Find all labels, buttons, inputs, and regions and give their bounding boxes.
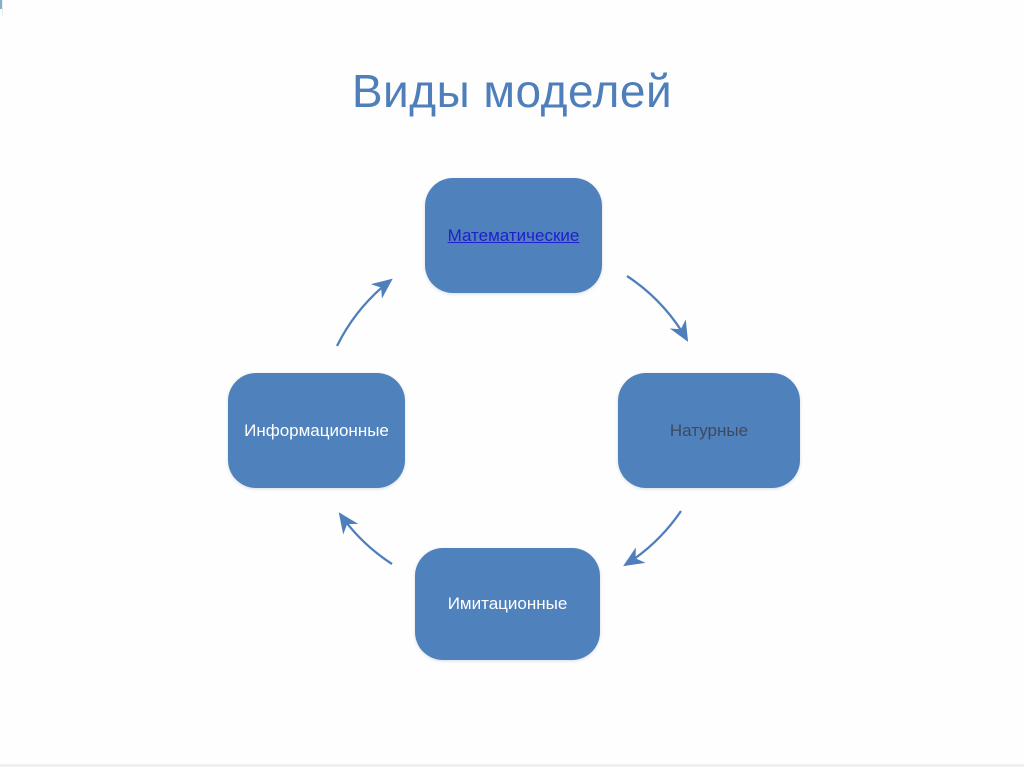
- simulation-label: Имитационные: [447, 594, 568, 613]
- node-informational: Информационные: [228, 373, 405, 488]
- viewer-left-edge: [2, 0, 3, 16]
- arrow-bottom-to-left: [338, 512, 393, 565]
- arrow-top-to-right: [626, 275, 689, 342]
- mathematical-link[interactable]: Математические: [447, 225, 580, 245]
- slide-title: Виды моделей: [351, 65, 673, 117]
- viewer-corner-mark: [0, 0, 2, 9]
- arrow-left-to-top: [335, 278, 393, 347]
- node-simulation: Имитационные: [415, 548, 600, 660]
- informational-label: Информационные: [244, 420, 389, 440]
- natural-label: Натурные: [669, 420, 749, 440]
- arrow-right-to-bottom: [623, 510, 682, 567]
- node-natural: Натурные: [618, 373, 800, 488]
- node-mathematical[interactable]: Математические: [425, 178, 602, 293]
- viewer-bottom-edge: [0, 764, 1024, 767]
